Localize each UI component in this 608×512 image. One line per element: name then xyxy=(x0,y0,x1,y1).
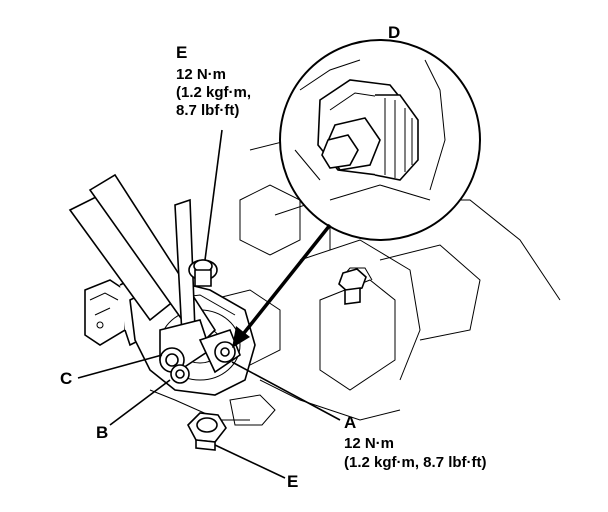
torque-full: (1.2 kgf·m, 8.7 lbf·ft) xyxy=(344,454,487,471)
torque-nm: 12 N·m xyxy=(344,435,394,452)
label-c: C xyxy=(60,369,72,388)
torque-kgf: (1.2 kgf·m, xyxy=(176,84,251,101)
label-a: A 12 N·m (1.2 kgf·m, 8.7 lbf·ft) xyxy=(344,413,487,471)
label-top-e: E 12 N·m (1.2 kgf·m, 8.7 lbf·ft) xyxy=(176,43,251,119)
label-d: D xyxy=(388,23,400,42)
bolt-e-lower xyxy=(187,412,227,451)
detail-view-d xyxy=(279,39,481,241)
bolt-e-upper xyxy=(188,259,218,287)
detail-arrow xyxy=(232,223,332,348)
bolt-b xyxy=(170,364,190,384)
leader-lines xyxy=(77,129,341,479)
wrench-tool xyxy=(68,173,241,374)
torque-lbf: 8.7 lbf·ft) xyxy=(176,102,239,119)
label-letter: E xyxy=(176,43,187,62)
torque-nm: 12 N·m xyxy=(176,66,226,83)
bolt-a xyxy=(214,341,236,363)
label-bottom-e: E xyxy=(287,472,298,491)
label-b: B xyxy=(96,423,108,442)
label-letter: A xyxy=(344,413,356,432)
right-stud-bolt xyxy=(338,268,367,305)
